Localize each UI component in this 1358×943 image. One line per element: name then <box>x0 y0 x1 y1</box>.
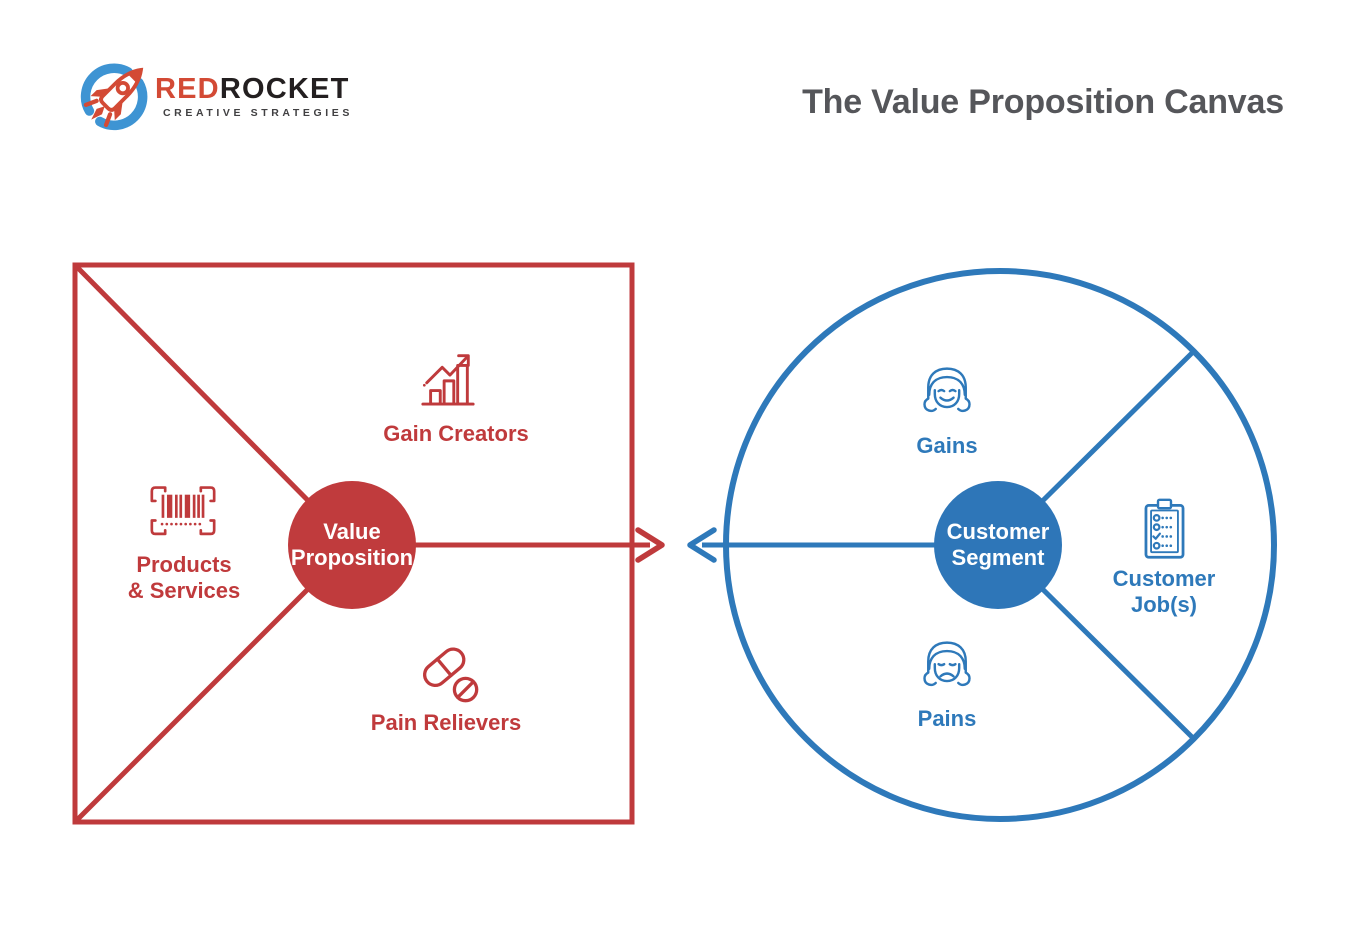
page-title: The Value Proposition Canvas <box>802 83 1284 121</box>
value-proposition-label-line1: Value <box>323 519 381 544</box>
products-services-label-line1: Products <box>136 552 232 577</box>
customer-segment-circle: Customer Segment <box>934 481 1062 609</box>
sad-face-icon <box>917 636 977 698</box>
logo-brand: REDROCKET <box>155 74 353 104</box>
happy-face-icon <box>917 362 977 424</box>
pain-relievers-label: Pain Relievers <box>370 710 522 735</box>
customer-segment-label-line1: Customer <box>946 519 1050 544</box>
gains-label: Gains <box>916 433 978 458</box>
products-services-label: Products & Services <box>128 552 241 604</box>
customer-arrow-head <box>687 527 717 563</box>
pains-label: Pains <box>917 706 977 731</box>
value-arrow-head <box>635 527 665 563</box>
logo-brand-red: RED <box>155 73 220 105</box>
logo-text: REDROCKET CREATIVE STRATEGIES <box>155 74 353 119</box>
pills-icon <box>418 643 484 707</box>
value-proposition-circle: Value Proposition <box>288 481 416 609</box>
customer-jobs-label-line2: Job(s) <box>1131 592 1197 617</box>
customer-segment-label-line2: Segment <box>951 545 1045 570</box>
value-map-diagonal-bottom <box>75 543 354 822</box>
logo-tagline: CREATIVE STRATEGIES <box>163 107 353 119</box>
customer-jobs-label-line1: Customer <box>1112 566 1216 591</box>
gain-creators-label: Gain Creators <box>383 421 529 446</box>
growth-chart-icon <box>419 345 477 409</box>
customer-jobs-label: Customer Job(s) <box>1113 566 1216 618</box>
clipboard-checklist-icon <box>1143 498 1186 561</box>
value-proposition-label-line2: Proposition <box>290 545 414 570</box>
logo <box>78 46 348 142</box>
products-services-label-line2: & Services <box>127 578 241 603</box>
rocket-icon <box>80 63 148 131</box>
barcode-icon <box>148 484 218 541</box>
logo-brand-dark: ROCKET <box>219 73 350 105</box>
